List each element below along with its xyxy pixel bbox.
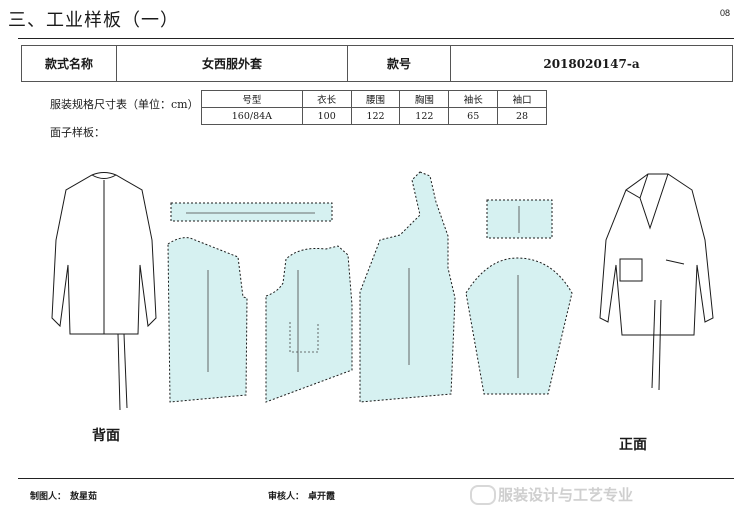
style-name-label: 款式名称 bbox=[21, 45, 117, 82]
back-view-label: 背面 bbox=[92, 428, 120, 444]
style-no-label: 款号 bbox=[347, 45, 451, 82]
title-divider bbox=[18, 38, 734, 39]
spec-val-waist: 122 bbox=[350, 107, 401, 125]
spec-value-row: 160/84A 100 122 122 65 28 bbox=[201, 107, 547, 125]
front-view-sketch bbox=[599, 173, 714, 391]
style-no-value: 2018020147-a bbox=[450, 45, 733, 82]
drafter-label: 制图人： bbox=[30, 492, 67, 502]
pocket-flap-piece bbox=[486, 199, 553, 239]
reviewer-name: 卓开霞 bbox=[308, 492, 336, 502]
style-name-value: 女西服外套 bbox=[116, 45, 348, 82]
spec-table: 号型 衣长 腰围 胸围 袖长 袖口 160/84A 100 122 122 65… bbox=[201, 90, 547, 125]
spec-val-length: 100 bbox=[301, 107, 352, 125]
page-title: 三、工业样板（一） bbox=[8, 10, 179, 31]
spec-val-size: 160/84A bbox=[201, 107, 303, 125]
spec-val-chest: 122 bbox=[399, 107, 450, 125]
fabric-pattern-label: 面子样板： bbox=[50, 126, 105, 139]
back-side-piece bbox=[265, 245, 353, 403]
grainlines bbox=[186, 206, 520, 378]
sleeve-piece bbox=[465, 257, 573, 395]
header-table: 款式名称 女西服外套 款号 2018020147-a bbox=[21, 45, 733, 82]
back-view-sketch bbox=[51, 172, 157, 411]
spec-val-cuff: 28 bbox=[497, 107, 547, 125]
front-body-piece bbox=[359, 171, 456, 403]
watermark-text: 服装设计与工艺专业 bbox=[498, 486, 634, 504]
back-body-piece bbox=[167, 237, 248, 403]
spec-caption: 服装规格尺寸表（单位：cm） bbox=[50, 98, 199, 111]
reviewer-label: 审核人： bbox=[268, 492, 305, 502]
drafter-name: 敖星茹 bbox=[70, 492, 98, 502]
waist-belt-piece bbox=[170, 202, 333, 222]
wechat-icon bbox=[470, 485, 496, 505]
footer-divider bbox=[18, 478, 734, 479]
front-view-label: 正面 bbox=[619, 437, 647, 453]
page-number: 08 bbox=[719, 8, 730, 18]
